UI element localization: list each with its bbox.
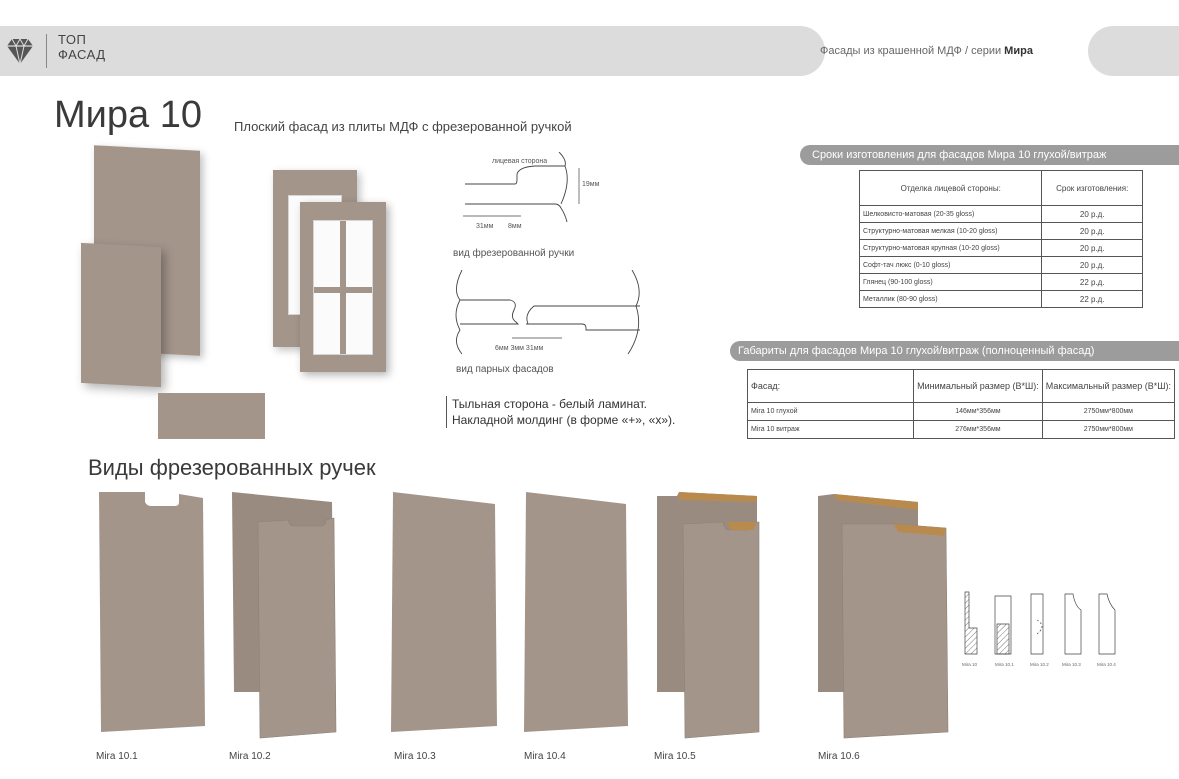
- page-subtitle: Плоский фасад из плиты МДФ с фрезерованн…: [234, 119, 572, 134]
- paired-dims-label: 6мм 3мм 31мм: [495, 345, 544, 352]
- dimensions-table: Фасад: Минимальный размер (В*Ш): Максима…: [746, 369, 1176, 439]
- diamond-logo-icon: [7, 37, 33, 65]
- face-side-label: лицевая сторона: [492, 158, 548, 165]
- header-bar: [0, 26, 825, 76]
- logo-text: ТОП ФАСАД: [58, 32, 106, 62]
- dims-header-min: Минимальный размер (В*Ш):: [913, 369, 1043, 403]
- note-line-2: Накладной молдинг (в форме «+», «х»).: [452, 413, 676, 427]
- glass-facade-front: [300, 202, 386, 372]
- model-label-10-6: Mira 10.6: [818, 751, 860, 762]
- breadcrumb-series: Мира: [1004, 45, 1033, 57]
- paired-view-caption: вид парных фасадов: [456, 364, 554, 375]
- mira-10-2-panel: [232, 492, 337, 739]
- header-pill: [1088, 26, 1179, 76]
- model-label-10-5: Mira 10.5: [654, 751, 696, 762]
- mira-10-3-panel: [391, 492, 497, 732]
- profile-label-10-3: Mira 10.3: [1062, 662, 1081, 667]
- model-label-10-1: Mira 10.1: [96, 751, 138, 762]
- facade-photo-front: [81, 242, 161, 388]
- lead-time-title: Сроки изготовления для фасадов Мира 10 г…: [800, 145, 1179, 165]
- dimensions-title: Габариты для фасадов Мира 10 глухой/витр…: [730, 341, 1179, 361]
- mira-10-1-panel: [99, 492, 205, 732]
- glass-pane-grid: [313, 220, 373, 355]
- profile-label-10: Mira 10: [962, 662, 978, 667]
- dim-b-label: 8мм: [508, 223, 522, 230]
- logo-divider: [46, 34, 47, 68]
- dims-header-max: Максимальный размер (В*Ш):: [1041, 369, 1176, 403]
- table-row: Металлик (80-90 gloss)22 р.д.: [858, 290, 1143, 308]
- table-row: Структурно-матовая мелкая (10-20 gloss)2…: [858, 222, 1143, 240]
- lead-time-header-term: Срок изготовления:: [1041, 170, 1143, 206]
- breadcrumb-prefix: Фасады из крашенной МДФ / серии: [820, 45, 1005, 57]
- model-label-10-3: Mira 10.3: [394, 751, 436, 762]
- page-title: Мира 10: [54, 94, 202, 136]
- note-line-1: Тыльная сторона - белый ламинат.: [452, 397, 648, 411]
- breadcrumb[interactable]: Фасады из крашенной МДФ / серии Мира: [820, 45, 1033, 57]
- facade-photo-small: [158, 393, 265, 439]
- paired-facades-diagram: [455, 270, 640, 355]
- lead-time-header-finish: Отделка лицевой стороны:: [858, 170, 1043, 206]
- back-side-note: Тыльная сторона - белый ламинат. Накладн…: [446, 396, 675, 428]
- model-label-10-2: Mira 10.2: [229, 751, 271, 762]
- table-row: Глянец (90-100 gloss)22 р.д.: [858, 273, 1143, 291]
- handle-view-caption: вид фрезерованной ручки: [453, 248, 575, 259]
- mira-10-5-panel: [657, 492, 760, 739]
- profile-label-10-4: Mira 10.4: [1097, 662, 1116, 667]
- profile-sketches: [964, 591, 1116, 655]
- profile-label-10-2: Mira 10.2: [1030, 662, 1049, 667]
- lead-time-table: Отделка лицевой стороны: Срок изготовлен…: [858, 170, 1143, 308]
- mira-10-6-panel: [818, 494, 949, 739]
- mira-10-4-panel: [524, 492, 628, 732]
- table-row: Софт-тач люкс (0-10 gloss)20 р.д.: [858, 256, 1143, 274]
- table-row: Структурно-матовая крупная (10-20 gloss)…: [858, 239, 1143, 257]
- dim-a-label: 31мм: [476, 223, 494, 230]
- logo-line-2: ФАСАД: [58, 47, 106, 62]
- logo-line-1: ТОП: [58, 32, 87, 47]
- handle-types-title: Виды фрезерованных ручек: [88, 455, 376, 480]
- handle-profile-diagram: [463, 152, 580, 223]
- dims-header-facade: Фасад:: [746, 369, 915, 403]
- table-row: Шелковисто-матовая (20-35 gloss)20 р.д.: [858, 205, 1143, 223]
- model-label-10-4: Mira 10.4: [524, 751, 566, 762]
- profile-label-10-1: Mira 10.1: [995, 662, 1014, 667]
- thickness-label: 19мм: [582, 181, 600, 188]
